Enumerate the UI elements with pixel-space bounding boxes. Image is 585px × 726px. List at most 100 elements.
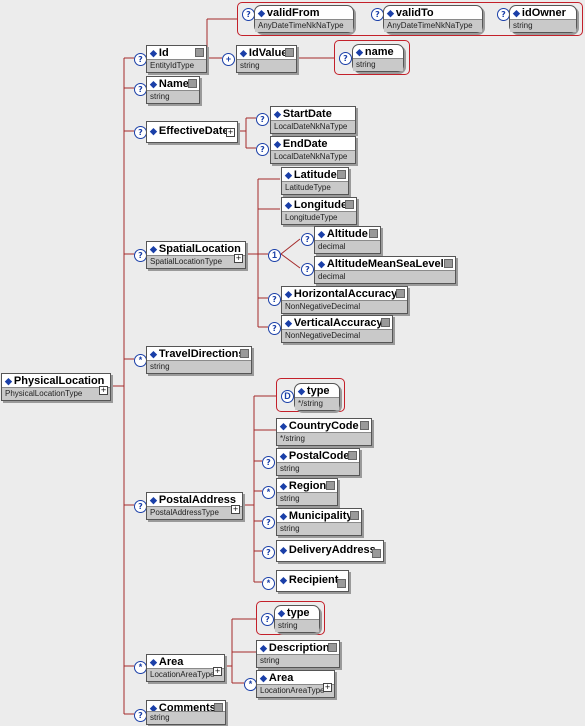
travel-directions-node[interactable]: ◆TravelDirections string: [146, 346, 252, 374]
node-name: Recipient: [288, 574, 339, 586]
element-diamond-icon: ◆: [150, 126, 157, 136]
start-date-node[interactable]: ◆StartDate LocalDateNkNaType: [270, 106, 356, 134]
node-type: decimal: [315, 270, 455, 283]
idowner-attribute[interactable]: ◆idOwner string: [509, 5, 577, 33]
node-type: AnyDateTimeNkNaType: [255, 19, 353, 32]
node-type: */string: [295, 397, 339, 410]
element-diamond-icon: ◆: [150, 657, 157, 667]
expand-icon[interactable]: +: [234, 254, 243, 263]
node-type: LocationAreaType: [257, 684, 334, 697]
vertical-accuracy-node[interactable]: ◆VerticalAccuracy NonNegativeDecimal: [281, 315, 393, 343]
element-diamond-icon: ◆: [260, 643, 267, 653]
node-name: Altitude: [326, 228, 368, 240]
node-name: idOwner: [521, 7, 566, 19]
node-name: PhysicalLocation: [13, 375, 105, 387]
element-diamond-icon: ◆: [280, 451, 287, 461]
complex-type-icon: [381, 318, 390, 327]
postal-code-node[interactable]: ◆PostalCode string: [276, 448, 360, 476]
expand-icon[interactable]: +: [231, 505, 240, 514]
node-type: string: [277, 522, 361, 535]
expand-icon[interactable]: +: [99, 386, 108, 395]
horizontal-accuracy-node[interactable]: ◆HorizontalAccuracy NonNegativeDecimal: [281, 286, 408, 314]
node-type: string: [277, 492, 337, 505]
default-icon: D: [281, 390, 294, 403]
area-attributes-group: [256, 601, 325, 635]
delivery-address-node[interactable]: ◆DeliveryAddress: [276, 540, 384, 562]
node-type: LongitudeType: [282, 211, 356, 224]
municipality-node[interactable]: ◆Municipality string: [276, 508, 362, 536]
id-node[interactable]: ◆Id EntityIdType: [146, 45, 207, 73]
optional-icon: ?: [301, 233, 314, 246]
expand-icon[interactable]: +: [323, 683, 332, 692]
element-diamond-icon: ◆: [150, 703, 157, 713]
node-type: LatitudeType: [282, 181, 348, 194]
complex-type-icon: [369, 229, 378, 238]
node-type: SpatialLocationType: [147, 255, 245, 268]
expand-icon[interactable]: +: [213, 667, 222, 676]
effective-date-node[interactable]: ◆EffectiveDate +: [146, 121, 238, 143]
complex-type-icon: [285, 48, 294, 57]
area-type-attribute[interactable]: ◆type string: [274, 605, 320, 633]
many-icon: *: [262, 577, 275, 590]
complex-type-icon: [240, 349, 249, 358]
element-diamond-icon: ◆: [280, 511, 287, 521]
complex-type-icon: [214, 703, 223, 712]
area-child-node[interactable]: ◆Area LocationAreaType +: [256, 670, 335, 698]
node-type: string: [275, 619, 319, 632]
optional-icon: ?: [256, 143, 269, 156]
node-name: Latitude: [293, 169, 337, 181]
altitude-msl-node[interactable]: ◆AltitudeMeanSeaLevel decimal: [314, 256, 456, 284]
element-diamond-icon: ◆: [150, 349, 157, 359]
node-type: string: [237, 59, 296, 72]
area-node[interactable]: ◆Area LocationAreaType +: [146, 654, 225, 682]
complex-type-icon: [350, 511, 359, 520]
end-date-node[interactable]: ◆EndDate LocalDateNkNaType: [270, 136, 356, 164]
element-diamond-icon: ◆: [274, 109, 281, 119]
element-diamond-icon: ◆: [285, 318, 292, 328]
idvalue-node[interactable]: ◆IdValue string: [236, 45, 297, 73]
optional-icon: ?: [301, 263, 314, 276]
physical-location-node[interactable]: ◆PhysicalLocation PhysicalLocationType +: [1, 373, 111, 401]
node-name: PostalCode: [288, 450, 350, 462]
node-type: NonNegativeDecimal: [282, 300, 407, 313]
optional-icon: ?: [256, 113, 269, 126]
name-attribute[interactable]: ◆name string: [352, 44, 404, 72]
optional-icon: ?: [339, 52, 352, 65]
latitude-node[interactable]: ◆Latitude LatitudeType: [281, 167, 349, 195]
node-name: PostalAddress: [158, 494, 236, 506]
attribute-diamond-icon: ◆: [258, 8, 265, 18]
attribute-diamond-icon: ◆: [278, 608, 285, 618]
longitude-node[interactable]: ◆Longitude LongitudeType: [281, 197, 357, 225]
recipient-node[interactable]: ◆Recipient: [276, 570, 349, 592]
node-type: string: [277, 462, 359, 475]
country-code-node[interactable]: ◆CountryCode */string: [276, 418, 372, 446]
name-node[interactable]: ◆Name string: [146, 76, 200, 104]
node-name: EndDate: [282, 138, 328, 150]
element-diamond-icon: ◆: [280, 421, 287, 431]
node-name: Area: [268, 672, 294, 684]
element-diamond-icon: ◆: [274, 139, 281, 149]
node-name: validFrom: [266, 7, 320, 19]
validfrom-attribute[interactable]: ◆validFrom AnyDateTimeNkNaType: [254, 5, 354, 33]
choice-icon: 1: [268, 249, 281, 262]
spatial-location-node[interactable]: ◆SpatialLocation SpatialLocationType +: [146, 241, 246, 269]
description-node[interactable]: ◆Description string: [256, 640, 340, 668]
postal-type-attribute[interactable]: ◆type */string: [294, 383, 340, 411]
validto-attribute[interactable]: ◆validTo AnyDateTimeNkNaType: [383, 5, 483, 33]
optional-icon: ?: [134, 500, 147, 513]
region-node[interactable]: ◆Region string: [276, 478, 338, 506]
node-type: decimal: [315, 240, 380, 253]
postal-address-node[interactable]: ◆PostalAddress PostalAddressType +: [146, 492, 243, 520]
comments-node[interactable]: ◆Comments string: [146, 700, 226, 725]
complex-type-icon: [195, 48, 204, 57]
optional-icon: ?: [268, 293, 281, 306]
optional-icon: ?: [261, 613, 274, 626]
element-diamond-icon: ◆: [150, 495, 157, 505]
element-diamond-icon: ◆: [5, 376, 12, 386]
node-type: LocationAreaType: [147, 668, 224, 681]
optional-icon: ?: [134, 249, 147, 262]
expand-icon[interactable]: +: [226, 128, 235, 137]
node-type: LocalDateNkNaType: [271, 150, 355, 163]
altitude-node[interactable]: ◆Altitude decimal: [314, 226, 381, 254]
